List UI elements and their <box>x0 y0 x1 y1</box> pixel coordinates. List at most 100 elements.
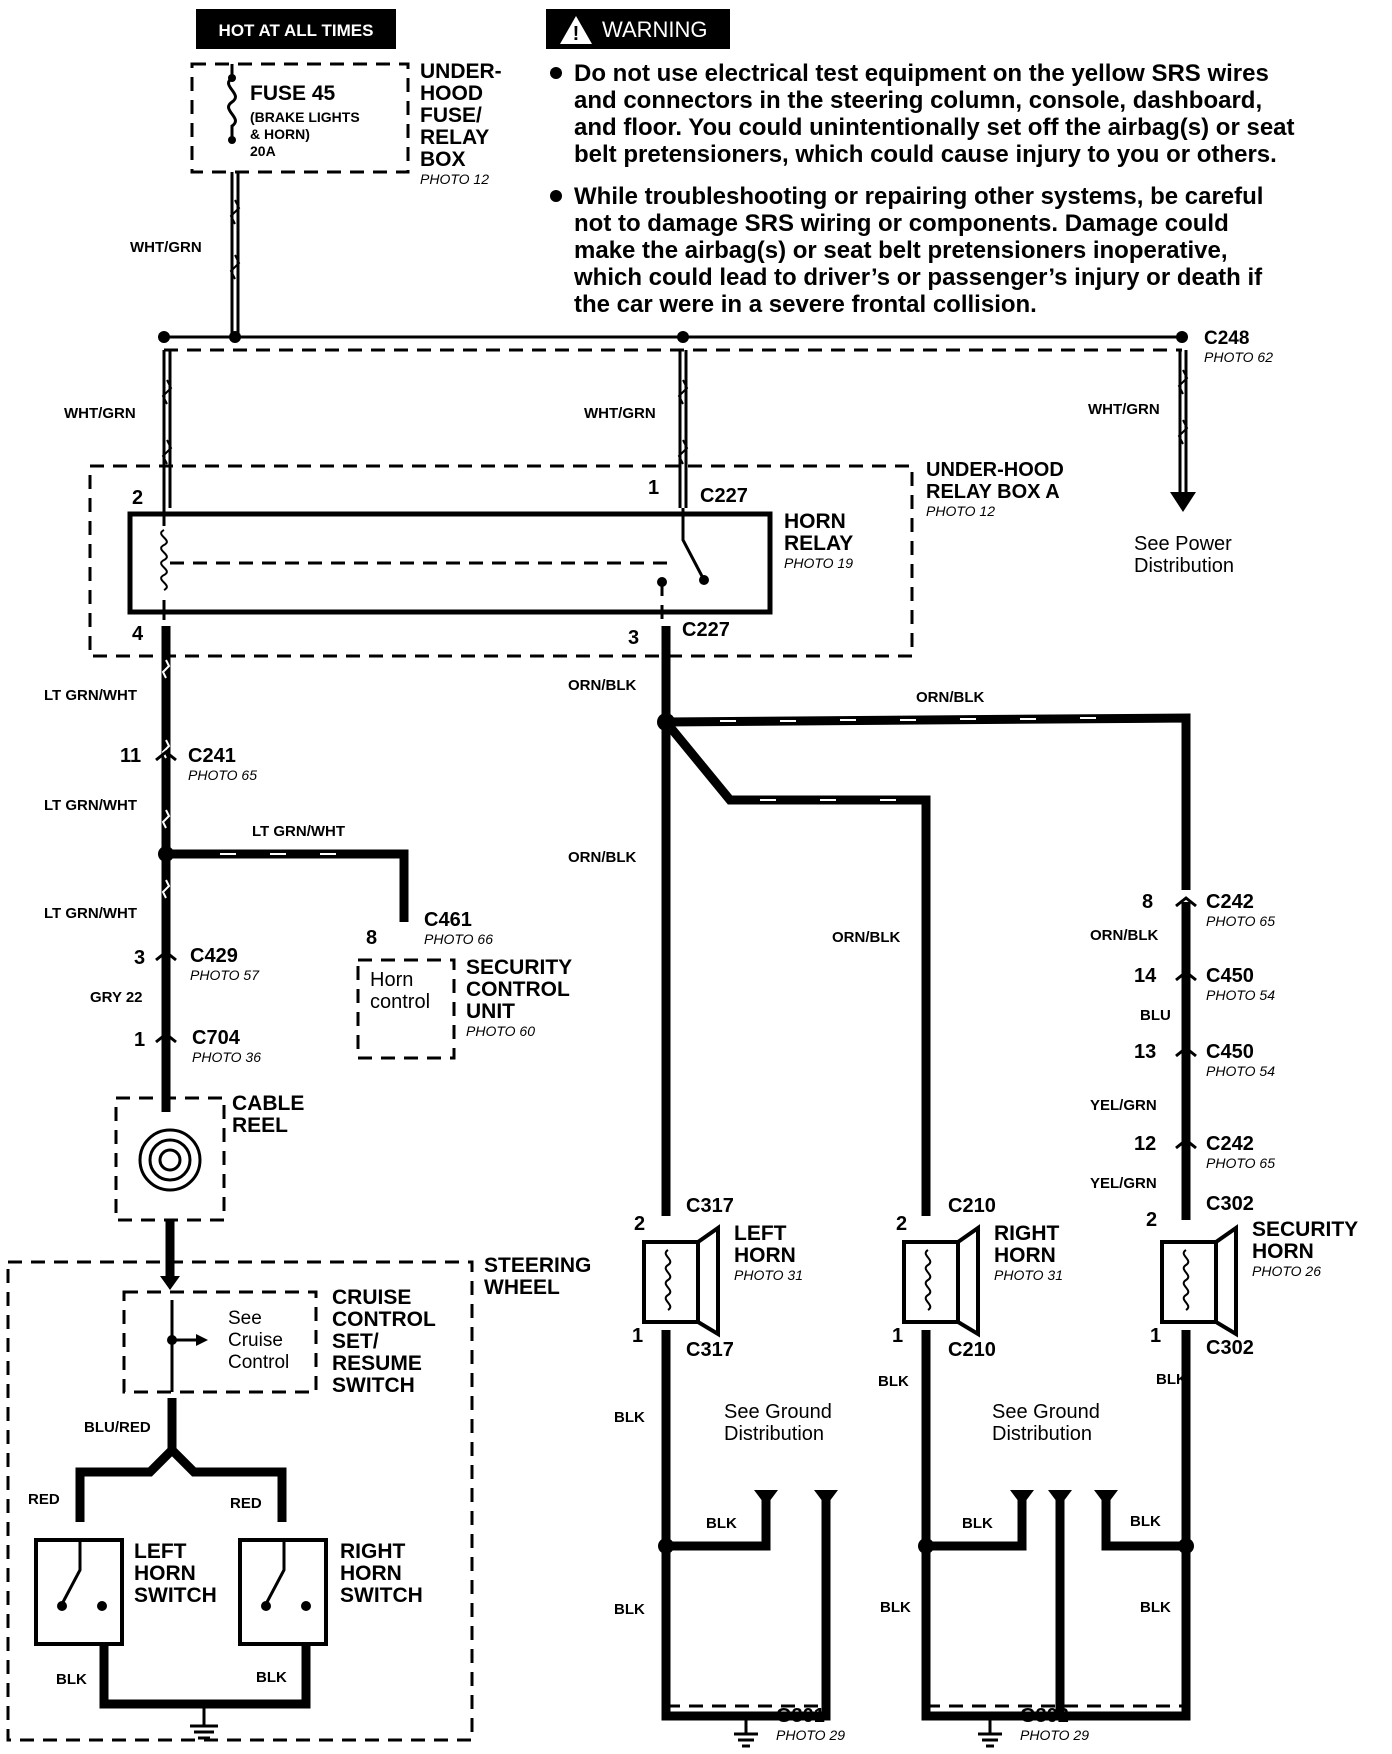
see-ground-distribution-1: See Ground Distribution <box>724 1401 837 1445</box>
svg-text:PHOTO 31: PHOTO 31 <box>734 1267 803 1283</box>
ground-icon <box>978 1716 1002 1748</box>
wire-label-whtgrn-4: WHT/GRN <box>1088 401 1160 418</box>
pin-relay-2: 2 <box>132 487 143 509</box>
connector-c242-bottom: C242 <box>1206 1133 1254 1155</box>
see-power-distribution: See Power Distribution <box>1134 533 1237 577</box>
fuse-box: FUSE 45 (BRAKE LIGHTS & HORN) 20A UNDER-… <box>190 60 508 187</box>
hot-label-text: HOT AT ALL TIMES <box>219 21 374 40</box>
fuse-box-name: UNDER- HOOD FUSE/ RELAY BOX <box>420 60 508 171</box>
fuse-name: FUSE 45 <box>250 82 336 105</box>
warning-bullet-1: Do not use electrical test equipment on … <box>574 60 1301 168</box>
pin-c242-bottom: 12 <box>1134 1133 1156 1155</box>
connector-c429: C429 <box>190 945 238 967</box>
svg-text:1: 1 <box>892 1325 903 1347</box>
wire-label-blk-11: BLK <box>1140 1599 1171 1616</box>
svg-text:C210: C210 <box>948 1195 996 1217</box>
connector-c704-photo: PHOTO 36 <box>192 1049 261 1065</box>
wire-label-gry22: GRY 22 <box>90 989 143 1006</box>
wire-label-red-1: RED <box>28 1491 60 1508</box>
warning-header: ! WARNING <box>546 9 730 49</box>
connector-c242-top-photo: PHOTO 65 <box>1206 913 1275 929</box>
wire-label-whtgrn-2: WHT/GRN <box>64 405 136 422</box>
ground-g302-photo: PHOTO 29 <box>1020 1727 1089 1743</box>
svg-text:2: 2 <box>1146 1209 1157 1231</box>
relay-box-photo: PHOTO 12 <box>926 503 995 519</box>
ground-arrow-icon <box>1010 1490 1118 1506</box>
pin-c450-top: 14 <box>1134 965 1157 987</box>
connector-c241: C241 <box>188 745 236 767</box>
wire-drop-right <box>1178 350 1188 492</box>
connector-c248-photo: PHOTO 62 <box>1204 349 1273 365</box>
svg-text:C210: C210 <box>948 1339 996 1361</box>
wire-label-blu: BLU <box>1140 1007 1171 1024</box>
wire-drop-mid <box>678 350 688 508</box>
wire-label-ltgrnwht-2: LT GRN/WHT <box>44 797 137 814</box>
left-horn-switch-icon <box>60 1540 82 1605</box>
wire-label-red-2: RED <box>230 1495 262 1512</box>
wire-label-ornblk-3: ORN/BLK <box>568 849 636 866</box>
wire-to-security-horn <box>665 713 1191 890</box>
fuse-desc: (BRAKE LIGHTS & HORN) 20A <box>250 109 364 159</box>
pin-relay-3: 3 <box>628 627 639 649</box>
relay-coil-icon <box>160 529 168 591</box>
connector-c241-photo: PHOTO 65 <box>188 767 257 783</box>
wire-label-blk-9: BLK <box>880 1599 911 1616</box>
pin-c429: 3 <box>134 947 145 969</box>
horn-icon <box>696 1224 720 1338</box>
bullet-icon <box>550 67 562 79</box>
cable-reel-name: CABLE REEL <box>232 1092 310 1137</box>
connector-c429-photo: PHOTO 57 <box>190 967 260 983</box>
wire-label-blk-4: BLK <box>706 1515 737 1532</box>
steering-wheel-name: STEERING WHEEL <box>484 1254 597 1299</box>
bullet-icon <box>550 190 562 202</box>
pin-c242-top: 8 <box>1142 891 1153 913</box>
svg-text:2: 2 <box>896 1213 907 1235</box>
wire-label-whtgrn-3: WHT/GRN <box>584 405 656 422</box>
svg-text:C317: C317 <box>686 1195 734 1217</box>
wire-to-horn-switches <box>75 1398 287 1522</box>
connector-c461: C461 <box>424 909 472 931</box>
ground-arrow-icon <box>754 1490 838 1506</box>
connector-c461-photo: PHOTO 66 <box>424 931 493 947</box>
right-horn-switch-name: RIGHT HORN SWITCH <box>340 1540 423 1607</box>
wire-label-ltgrnwht-3: LT GRN/WHT <box>252 823 345 840</box>
horn-relay-photo: PHOTO 19 <box>784 555 853 571</box>
wire-label-blk-10: BLK <box>1156 1371 1187 1388</box>
svg-text:PHOTO 31: PHOTO 31 <box>994 1267 1063 1283</box>
svg-text:C317: C317 <box>686 1339 734 1361</box>
wire-label-blk-2: BLK <box>256 1669 287 1686</box>
wire-ground-g301 <box>661 1330 831 1721</box>
wire-label-yelgrn-2: YEL/GRN <box>1090 1175 1157 1192</box>
wire-label-blk-7: BLK <box>962 1515 993 1532</box>
svg-text:C302: C302 <box>1206 1193 1254 1215</box>
wire-label-blk-8: BLK <box>1130 1513 1161 1530</box>
connector-c450-top-photo: PHOTO 54 <box>1206 987 1275 1003</box>
wire-label-ornblk-4: ORN/BLK <box>832 929 900 946</box>
cruise-switch-box <box>122 1290 318 1394</box>
svg-text:1: 1 <box>632 1325 643 1347</box>
cruise-inner: See Cruise Control <box>228 1308 289 1373</box>
wire-label-blk-6: BLK <box>878 1373 909 1390</box>
svg-text:2: 2 <box>634 1213 645 1235</box>
svg-text:C302: C302 <box>1206 1337 1254 1359</box>
wire-to-right-horn <box>662 719 931 1216</box>
warning-triangle-icon <box>560 16 592 44</box>
wire-drop-left <box>162 350 172 508</box>
wire-label-ornblk-2: ORN/BLK <box>916 689 984 706</box>
relay-contact-icon <box>681 508 706 581</box>
svg-text:!: ! <box>573 23 580 45</box>
see-ground-distribution-2: See Ground Distribution <box>992 1401 1105 1445</box>
fuse-box-photo: PHOTO 12 <box>420 171 489 187</box>
right-horn-switch-icon <box>264 1540 286 1605</box>
pin-c704: 1 <box>134 1029 145 1051</box>
connector-c450-bottom-photo: PHOTO 54 <box>1206 1063 1275 1079</box>
wire-label-ltgrnwht-1: LT GRN/WHT <box>44 687 137 704</box>
security-unit-photo: PHOTO 60 <box>466 1023 535 1039</box>
connector-c227-top: C227 <box>700 485 748 507</box>
security-unit-box <box>356 958 456 1060</box>
